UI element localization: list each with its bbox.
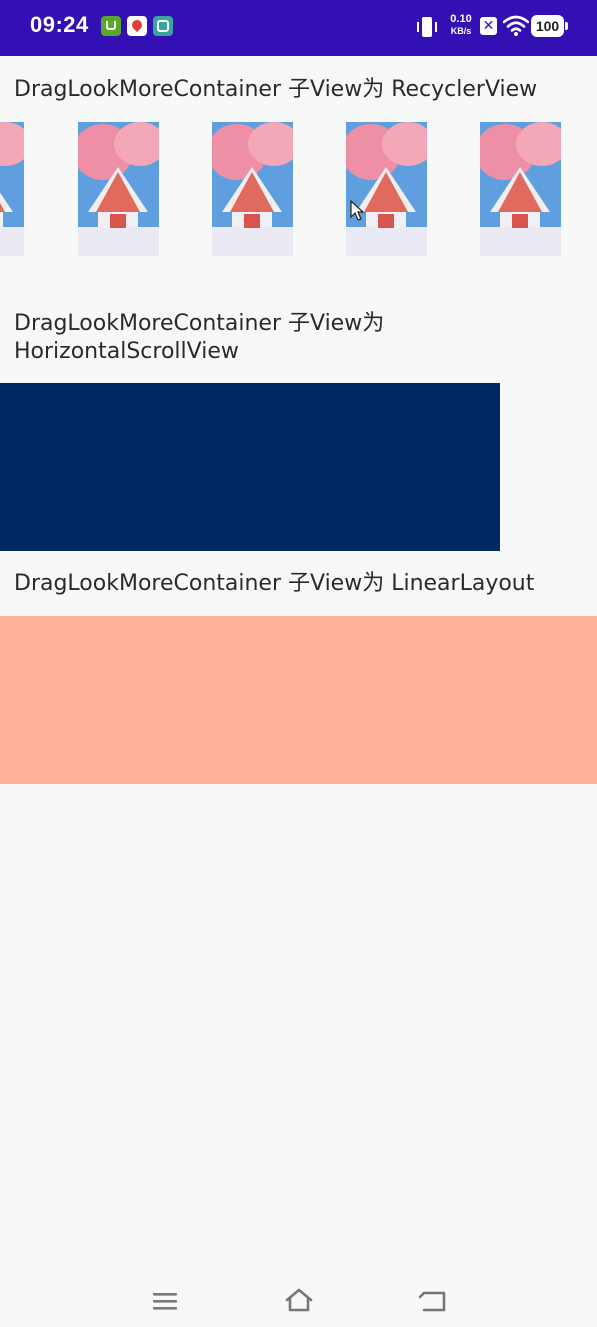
section-title-linearlayout: DragLookMoreContainer 子View为 LinearLayou… <box>14 571 535 596</box>
net-speed-indicator: 0.10 KB/s <box>447 13 475 37</box>
app-badge-green-icon <box>101 16 121 36</box>
x-icon: ✕ <box>480 17 497 35</box>
app-badge-teal-icon <box>153 16 173 36</box>
recycler-item-image[interactable] <box>212 122 293 256</box>
location-badge-icon <box>127 16 147 36</box>
linearlayout-content[interactable] <box>0 616 597 784</box>
recycler-item-image[interactable] <box>480 122 561 256</box>
back-icon[interactable] <box>418 1286 448 1316</box>
recyclerview-list[interactable] <box>0 122 597 256</box>
section-title-recyclerview: DragLookMoreContainer 子View为 RecyclerVie… <box>14 77 538 102</box>
menu-icon[interactable] <box>150 1286 180 1316</box>
mouse-cursor-icon <box>350 200 365 221</box>
battery-icon: 100 <box>531 15 568 37</box>
wifi-icon <box>503 15 529 36</box>
section-title-horizontalscrollview: DragLookMoreContainer 子View为 HorizontalS… <box>14 311 385 364</box>
recycler-item-image[interactable] <box>0 122 24 256</box>
home-icon[interactable] <box>284 1286 314 1316</box>
status-time: 09:24 <box>30 12 89 37</box>
net-speed-unit: KB/s <box>450 26 472 36</box>
status-bar: 09:24 0.10 KB/s ✕ 100 <box>0 0 597 56</box>
vibrate-icon <box>417 17 437 37</box>
net-speed-value: 0.10 <box>450 13 472 25</box>
recycler-item-image[interactable] <box>78 122 159 256</box>
recycler-item-image[interactable] <box>346 122 427 256</box>
horizontalscrollview-content[interactable] <box>0 383 500 551</box>
